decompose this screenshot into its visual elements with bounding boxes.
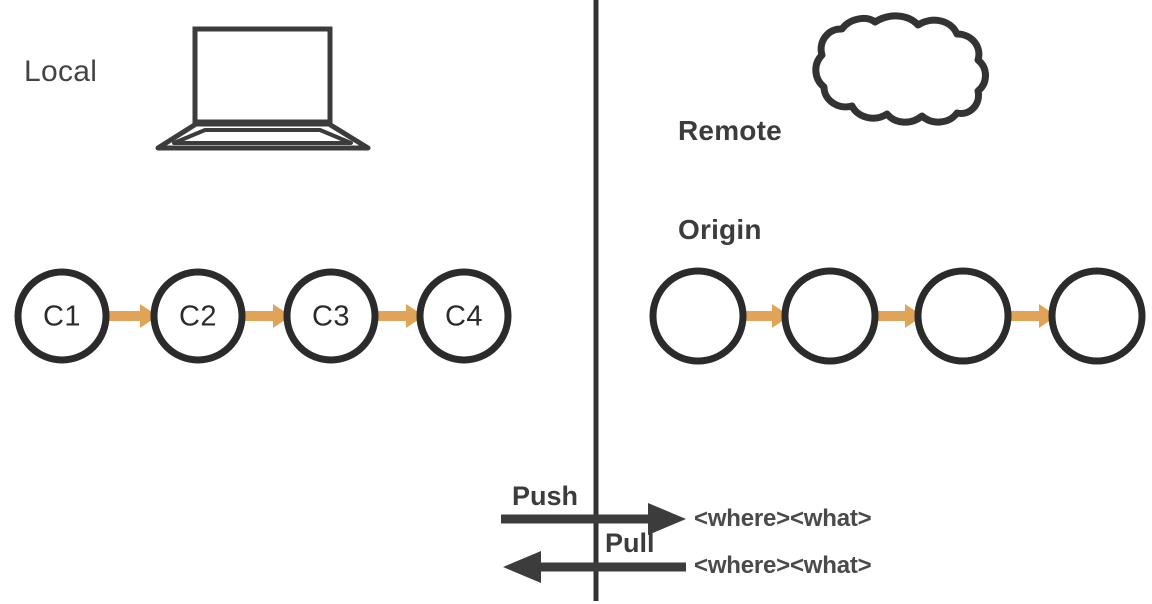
remote-label-line2: Origin [678, 214, 762, 246]
push-arrow [501, 503, 686, 535]
push-label: Push [512, 481, 579, 511]
commit-node [283, 268, 379, 364]
commit-node [914, 267, 1012, 365]
pull-arrow [503, 551, 686, 583]
local-commit-chain [14, 268, 512, 364]
commit-label-c1: C1 [42, 300, 82, 333]
push-spec-text: <where><what> [694, 505, 872, 532]
commit-label-c2: C2 [178, 300, 218, 333]
commit-node [416, 268, 512, 364]
commit-label-c4: C4 [444, 300, 484, 333]
local-commit-arrow [106, 304, 424, 328]
remote-origin-label: Remote Origin [678, 48, 782, 312]
remote-commit-arrow [743, 304, 1057, 328]
commit-node [14, 268, 110, 364]
cloud-icon [812, 12, 989, 126]
commit-node [649, 267, 747, 365]
remote-commit-chain [649, 267, 1146, 365]
pull-label: Pull [605, 528, 655, 558]
local-label: Local [24, 55, 98, 88]
remote-label-line1: Remote [678, 115, 782, 147]
laptop-icon [155, 26, 371, 151]
commit-label-c3: C3 [311, 300, 351, 333]
commit-node [150, 268, 246, 364]
commit-node [781, 267, 879, 365]
pull-spec-text: <where><what> [694, 552, 872, 579]
commit-node [1048, 267, 1146, 365]
